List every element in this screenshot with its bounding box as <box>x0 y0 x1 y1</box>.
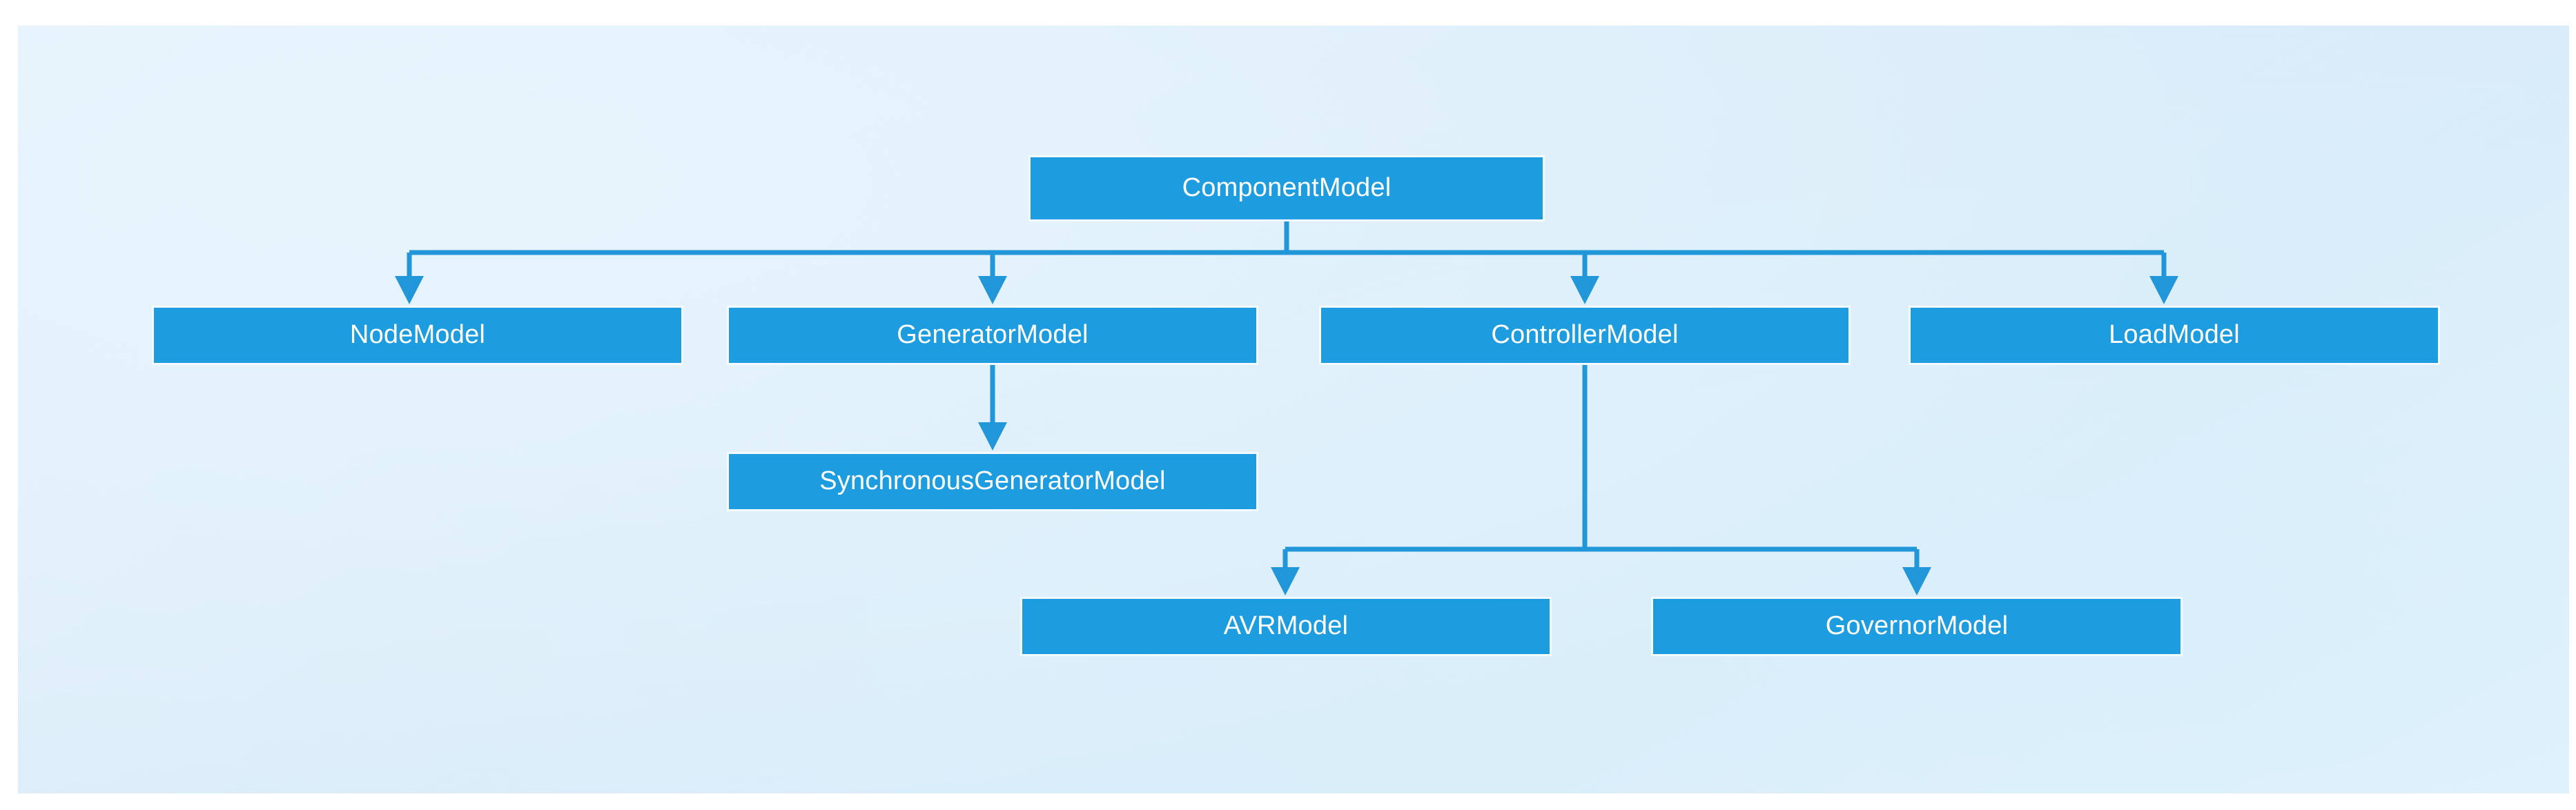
diagram-canvas <box>18 26 2569 793</box>
node-generator-model[interactable]: GeneratorModel <box>727 306 1258 365</box>
node-controller-model[interactable]: ControllerModel <box>1319 306 1851 365</box>
node-label-load-model: LoadModel <box>2109 319 2240 349</box>
node-label-generator-model: GeneratorModel <box>897 319 1089 349</box>
node-label-controller-model: ControllerModel <box>1491 319 1679 349</box>
node-synchronous-generator-model[interactable]: SynchronousGeneratorModel <box>727 452 1258 511</box>
node-component-model[interactable]: ComponentModel <box>1028 155 1545 221</box>
node-avr-model[interactable]: AVRModel <box>1020 597 1552 656</box>
node-load-model[interactable]: LoadModel <box>1909 306 2440 365</box>
node-label-governor-model: GovernorModel <box>1825 611 2009 640</box>
node-label-synchronous-generator-model: SynchronousGeneratorModel <box>819 466 1166 495</box>
node-label-node-model: NodeModel <box>349 319 486 349</box>
node-node-model[interactable]: NodeModel <box>152 306 683 365</box>
node-label-avr-model: AVRModel <box>1223 611 1349 640</box>
node-governor-model[interactable]: GovernorModel <box>1651 597 2183 656</box>
node-label-component-model: ComponentModel <box>1182 172 1392 202</box>
